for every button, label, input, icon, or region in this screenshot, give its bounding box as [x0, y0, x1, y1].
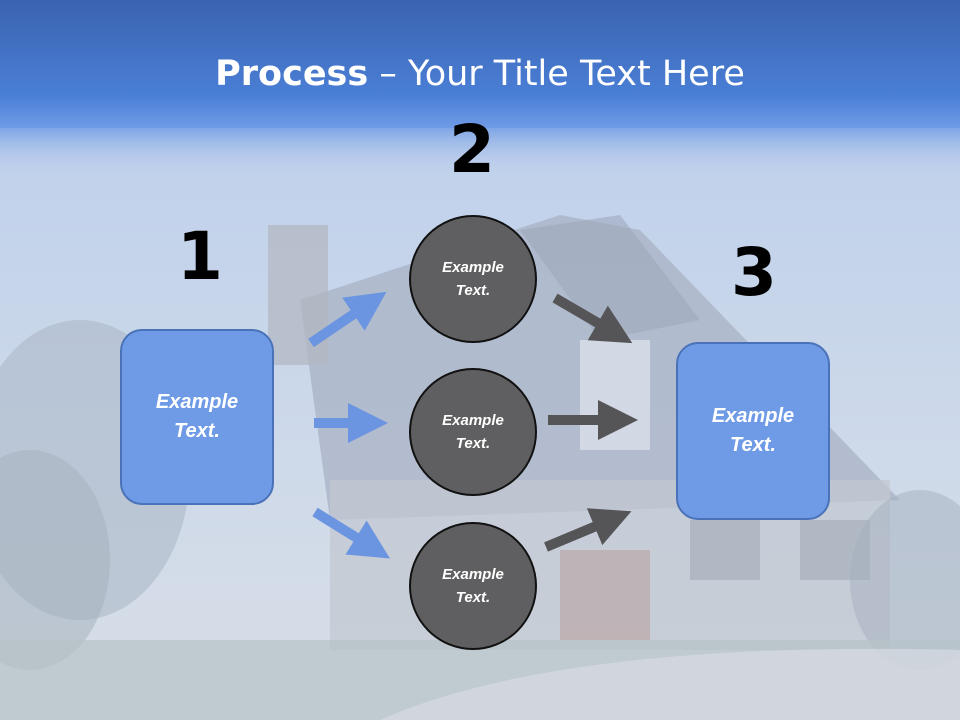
- right-step-box: Example Text.: [676, 342, 830, 520]
- title-bold: Process: [215, 54, 369, 94]
- arrow-up-right-gray: [544, 508, 632, 552]
- right-step-text: Example Text.: [711, 405, 795, 456]
- circle-top-text: Example Text.: [442, 258, 504, 299]
- step-number-2: 2: [449, 111, 495, 188]
- arrow-up-right-blue: [308, 291, 387, 348]
- slide-title: Process – Your Title Text Here: [0, 54, 960, 94]
- circle-bottom: Example Text.: [409, 522, 537, 650]
- left-step-box: Example Text.: [120, 329, 274, 505]
- arrow-down-right-blue: [312, 507, 390, 559]
- circle-middle-text: Example Text.: [442, 411, 504, 452]
- circle-top: Example Text.: [409, 215, 537, 343]
- step-number-1: 1: [177, 218, 223, 295]
- title-rest: – Your Title Text Here: [368, 54, 745, 94]
- arrow-down-right-gray: [552, 293, 633, 344]
- left-step-text: Example Text.: [155, 391, 239, 442]
- circle-middle: Example Text.: [409, 368, 537, 496]
- step-number-3: 3: [731, 234, 777, 311]
- circle-bottom-text: Example Text.: [442, 565, 504, 606]
